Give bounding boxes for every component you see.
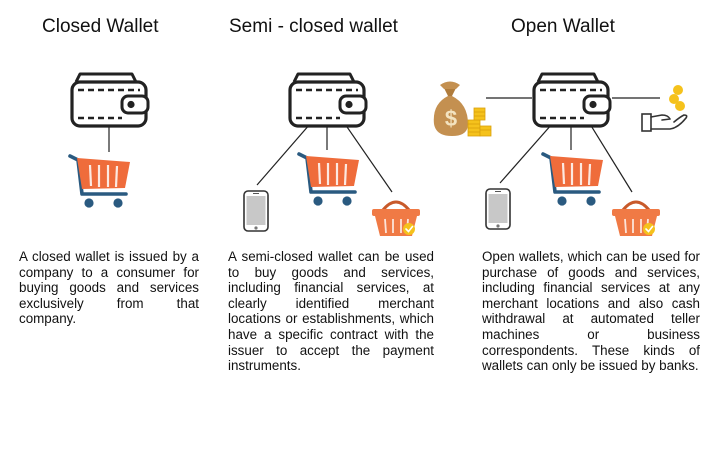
shopping-cart-icon [68,154,132,210]
svg-text:$: $ [445,106,457,131]
open-connector-lines [486,97,660,193]
shopping-basket-icon [370,200,422,238]
shopping-cart-icon [297,152,361,208]
smartphone-icon [243,190,269,232]
open-wallet-description: Open wallets, which can be used for purc… [482,249,700,374]
wallet-icon [288,72,368,128]
semi-closed-connector-lines [256,123,393,193]
wallet-icon [70,72,150,128]
closed-wallet-title: Closed Wallet [42,16,159,37]
shopping-basket-icon [610,200,662,238]
wallet-icon [532,72,612,128]
semi-closed-wallet-description: A semi-closed wallet can be used to buy … [228,249,434,374]
closed-wallet-description: A closed wallet is issued by a company t… [19,249,199,327]
smartphone-icon [485,188,511,230]
semi-closed-wallet-title: Semi - closed wallet [229,16,398,37]
hand-coins-icon [641,85,688,132]
open-wallet-title: Open Wallet [511,16,615,37]
shopping-cart-icon [541,152,605,208]
money-bag-icon: $ [433,81,492,137]
